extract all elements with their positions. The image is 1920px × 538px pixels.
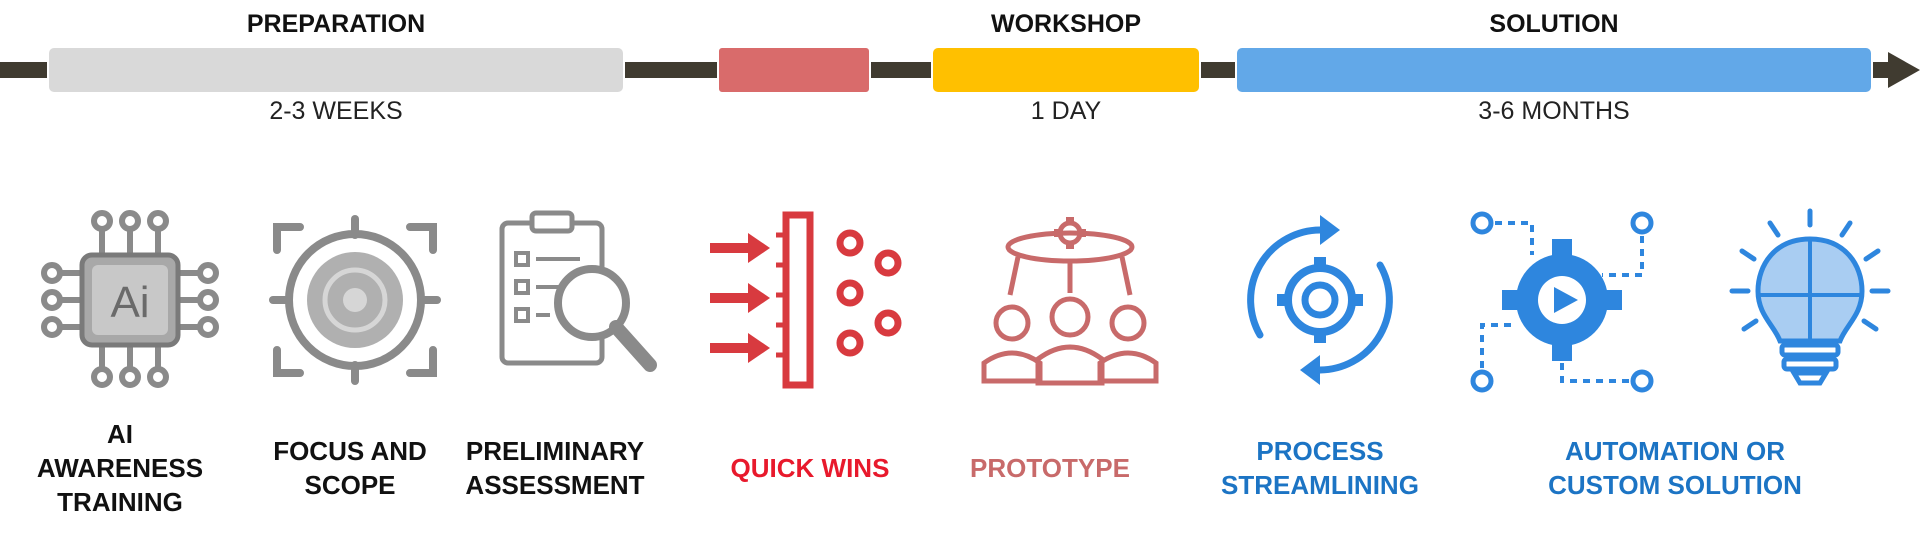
automation-gear-icon <box>1470 211 1654 393</box>
team-gear-icon <box>981 217 1159 386</box>
step-label-quick-wins: QUICK WINS <box>730 453 890 483</box>
step-label-prototype: PROTOTYPE <box>970 453 1130 483</box>
phase-bar-preparation <box>47 46 625 94</box>
svg-text:Ai: Ai <box>110 278 149 327</box>
phase-bar-quick-wins <box>717 46 871 94</box>
phase-duration-workshop: 1 DAY <box>1030 97 1102 125</box>
phase-bar-solution <box>1235 46 1873 94</box>
timeline <box>0 46 1920 94</box>
step-label-ai-awareness-training: AI AWARENESS TRAINING <box>36 419 204 517</box>
timeline-arrowhead <box>1888 52 1920 88</box>
lightbulb-puzzle-icon <box>1729 208 1891 386</box>
phase-bar-workshop <box>931 46 1201 94</box>
filter-arrows-icon <box>710 211 902 389</box>
clipboard-magnifier-icon <box>499 210 657 372</box>
target-focus-icon <box>269 215 441 385</box>
step-label-focus-and-scope: FOCUS AND SCOPE <box>273 436 427 500</box>
phase-title-solution: SOLUTION <box>1489 10 1619 38</box>
phase-duration-preparation: 2-3 WEEKS <box>269 97 403 125</box>
ai-chip-icon: Ai <box>41 210 219 388</box>
phase-duration-solution: 3-6 MONTHS <box>1478 97 1630 125</box>
step-label-automation-or-custom-solution: AUTOMATION OR CUSTOM SOLUTION <box>1548 436 1802 500</box>
phase-title-preparation: PREPARATION <box>246 10 426 38</box>
step-label-preliminary-assessment: PRELIMINARY ASSESSMENT <box>465 436 645 500</box>
phase-title-workshop: WORKSHOP <box>991 10 1141 38</box>
cycle-gear-icon <box>1247 215 1393 385</box>
step-label-process-streamlining: PROCESS STREAMLINING <box>1221 436 1419 500</box>
